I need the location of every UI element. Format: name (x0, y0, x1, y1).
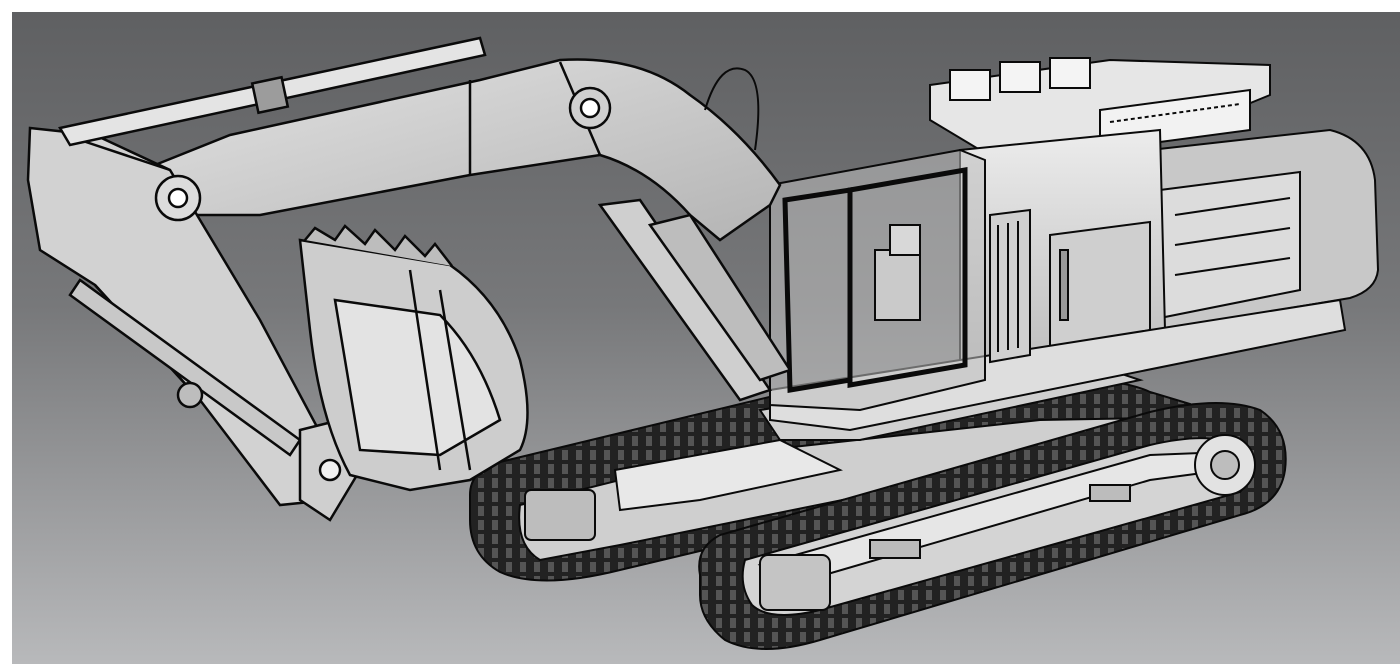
front-track (698, 401, 1287, 650)
upper-house (769, 57, 1380, 432)
boom (153, 58, 792, 402)
render-viewport (12, 12, 1400, 664)
stick (26, 36, 487, 522)
excavator-illustration (12, 12, 1400, 664)
bucket (298, 224, 529, 492)
